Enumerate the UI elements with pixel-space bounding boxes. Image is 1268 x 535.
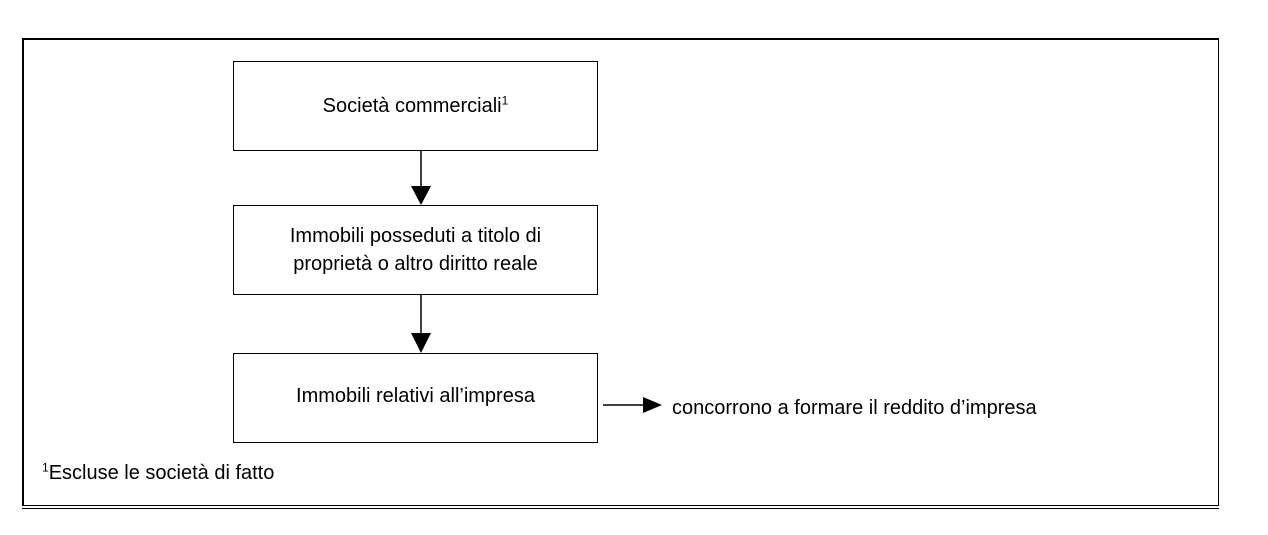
diagram-frame: [22, 38, 1219, 509]
node-label: Società commerciali1: [323, 92, 509, 120]
footnote-text: Escluse le società di fatto: [48, 462, 275, 484]
node-immobili-posseduti: Immobili posseduti a titolo di proprietà…: [233, 205, 598, 295]
node-societa-commerciali: Società commerciali1: [233, 61, 598, 151]
node-label: Immobili posseduti a titolo di proprietà…: [289, 225, 542, 275]
footnote-marker: 1: [42, 460, 49, 475]
footnote: 1Escluse le società di fatto: [42, 459, 274, 487]
node-immobili-relativi: Immobili relativi all’impresa: [233, 353, 598, 443]
node-footnote-marker: 1: [501, 93, 509, 108]
node-label-text: Società commerciali: [322, 95, 502, 117]
result-label: concorrono a formare il reddito d’impres…: [672, 397, 1037, 419]
node-label: Immobili relativi all’impresa: [296, 385, 535, 407]
